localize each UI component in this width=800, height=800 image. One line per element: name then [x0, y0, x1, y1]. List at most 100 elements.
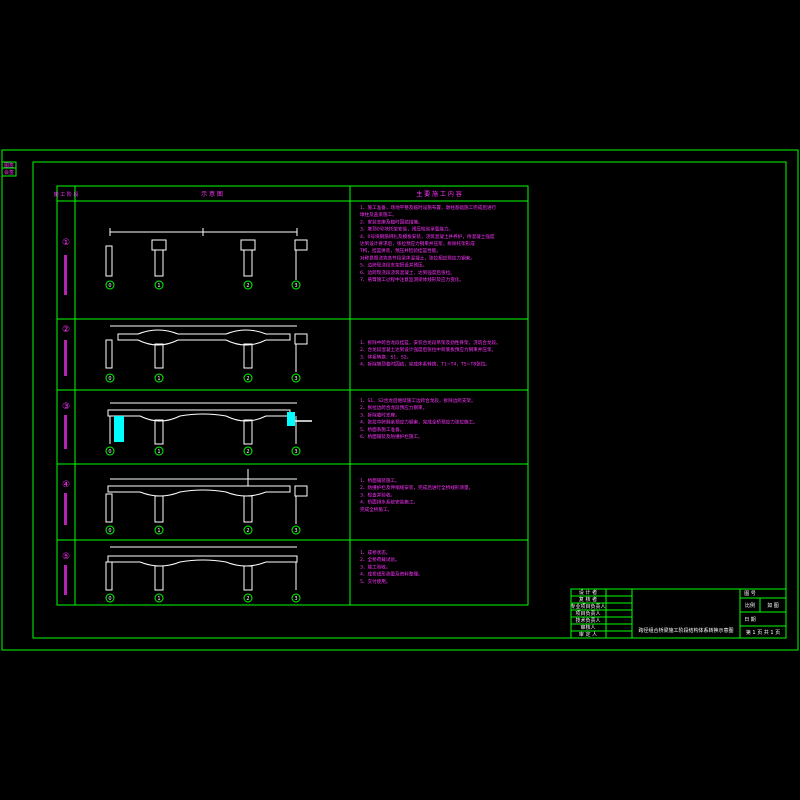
stamp-label-2: 会签	[4, 169, 14, 176]
diagram-stage-3	[107, 402, 312, 445]
pier-marker-circle	[291, 280, 301, 290]
note-line: 对称悬臂浇筑各节段梁体混凝土，张拉相应预应力钢束。	[360, 254, 475, 261]
pier-marker-label: 0	[108, 449, 111, 455]
note-line: 6、边跨现浇段浇筑混凝土，达到强度后张拉。	[360, 269, 455, 276]
note-line: 6、桥面铺装及防撞护栏施工。	[360, 433, 423, 440]
note-line: 1、施工准备，场地平整及临时设施布置，墩柱基础施工完成后进行	[360, 204, 497, 211]
stage-label-3: ③	[62, 402, 70, 412]
note-line: 3、拆除临时支座。	[360, 411, 400, 418]
note-line: 1、拆除中跨合龙段挂篮，安装合龙段吊架及劲性骨架，浇筑合龙段。	[360, 339, 501, 346]
note-line: 3、检查并验收。	[360, 491, 395, 498]
pier-marker-circle	[291, 373, 301, 383]
role-designer: 设 计 者	[579, 589, 597, 596]
pier-marker-circle	[105, 593, 115, 603]
pier-marker-label: 2	[246, 376, 249, 382]
title-block: 设 计 者 复 核 者 专业项目负责人 项目负责人 技术负责人 审核人 审 定 …	[570, 588, 787, 639]
role-approver: 审 定 人	[579, 631, 597, 638]
note-line: 5、桥面系施工准备。	[360, 426, 404, 433]
diagram-stage-1	[105, 228, 308, 280]
diagram-column-header: 示 意 图	[201, 190, 223, 198]
note-line: 3、墩顶0号块托架安装，预压检验承载能力。	[360, 226, 453, 233]
pier-marker-label: 2	[246, 528, 249, 534]
pier-marker-circle	[154, 593, 164, 603]
note-line: 4、成桥线形测量及资料整理。	[360, 571, 423, 578]
notes-stage-1: 1、施工准备，场地平整及临时设施布置，墩柱基础施工完成后进行 墩柱及盖梁施工。2…	[359, 204, 497, 283]
pier-marker-label: 3	[294, 376, 297, 382]
pier-marker-label: 1	[157, 449, 160, 455]
stage-labels: ① ② ③ ④ ⑤	[62, 238, 70, 595]
pier-marker-label: 0	[108, 283, 111, 289]
stage-label-2: ②	[62, 325, 70, 335]
temp-support-highlight-left	[114, 416, 124, 442]
diagram-stage-4	[105, 469, 308, 524]
role-checker: 复 核 者	[579, 596, 597, 603]
pier-marker-circle	[105, 446, 115, 456]
pier-marker-circle	[243, 280, 253, 290]
pier-marker-circle	[243, 593, 253, 603]
note-line: T构，挂篮拼装，预压并检验挂篮性能。	[359, 247, 441, 254]
pier-marker-circle	[154, 280, 164, 290]
role-technical-lead: 技术负责人	[575, 617, 600, 624]
note-line: 2、合龙段混凝土达到设计强度后张拉中跨底板预应力钢束并压浆。	[360, 346, 496, 353]
stamp-label-1: 图签	[4, 162, 14, 169]
pier-marker-label: 3	[294, 596, 297, 602]
stage-column-header: 施 工 阶 段	[54, 191, 79, 198]
note-line: 4、桥面排水系统安装施工。	[360, 499, 418, 506]
corner-stamp: 图签 会签	[1, 161, 17, 177]
pier-marker-label: 0	[108, 376, 111, 382]
note-line: 达到设计要求后，张拉预应力钢束并压浆，拆除托架形成	[360, 240, 475, 247]
stage-label-5: ⑤	[62, 552, 70, 562]
note-line: 2、防撞护栏及伸缩缝安装，完成后进行全桥线形测量。	[360, 484, 473, 491]
role-reviewer: 审核人	[580, 624, 595, 631]
label-scale: 比例	[745, 602, 755, 609]
note-line: 4、0号块钢筋绑扎及模板安装，浇筑混凝土并养护，待混凝土强度	[360, 233, 495, 240]
note-line: 2、安装支座及临时固结措施。	[360, 218, 423, 225]
pier-marker-circle	[243, 373, 253, 383]
note-line: 2、张拉边跨合龙段预应力钢束。	[360, 404, 427, 411]
pier-marker-label: 3	[294, 283, 297, 289]
pier-marker-label: 0	[108, 528, 111, 534]
stage-label-4: ④	[62, 480, 70, 490]
pier-marker-circle	[154, 525, 164, 535]
note-line: 墩柱及盖梁施工。	[360, 211, 397, 218]
note-line: 7、悬臂施工过程中注意监测梁体线形及应力变化。	[360, 276, 464, 283]
scale-value: 如 图	[767, 602, 779, 609]
label-date: 日 期	[744, 617, 756, 623]
note-line: 3、竣工验收。	[360, 563, 391, 570]
pier-marker-label: 1	[157, 596, 160, 602]
notes-stage-2: 1、拆除中跨合龙段挂篮，安装合龙段吊架及劲性骨架，浇筑合龙段。2、合龙段混凝土达…	[360, 339, 501, 368]
inner-frame	[32, 161, 787, 639]
main-table: 施 工 阶 段 示 意 图 主 要 施 工 内 容	[54, 185, 529, 606]
pier-marker-label: 2	[246, 449, 249, 455]
notes-stage-3: 1、S1、S2合龙后继续施工边跨合龙段，拆除边跨支架。2、张拉边跨合龙段预应力钢…	[360, 397, 478, 440]
label-drawing-no: 图 号	[744, 591, 756, 597]
note-line: 1、成桥状态。	[360, 549, 391, 556]
pier-marker-circle	[291, 525, 301, 535]
pier-marker-circle	[243, 525, 253, 535]
notes-column-header: 主 要 施 工 内 容	[416, 190, 462, 198]
pier-marker-label: 1	[157, 283, 160, 289]
pier-marker-circle	[291, 593, 301, 603]
role-discipline-lead: 专业项目负责人	[570, 603, 605, 610]
role-project-lead: 项目负责人	[575, 610, 600, 617]
pier-marker-circle	[105, 373, 115, 383]
diagram-stage-2	[105, 325, 308, 372]
pier-marker-circle	[154, 373, 164, 383]
note-line: 3、体系转换：S1、S2。	[360, 353, 411, 360]
note-line: 完成全桥施工。	[360, 506, 392, 513]
note-line: 5、边跨现浇段支架搭设并预压。	[360, 262, 427, 269]
pier-marker-circle	[105, 525, 115, 535]
drawing-main-title: 跨径组合桥梁施工阶段结构体系转换示意图	[638, 627, 733, 634]
pier-marker-label: 3	[294, 528, 297, 534]
pier-marker-circle	[154, 446, 164, 456]
pier-marker-label: 0	[108, 596, 111, 602]
note-line: 1、桥面铺装施工。	[360, 477, 400, 484]
note-line: 2、全桥荷载试验。	[360, 556, 400, 563]
note-line: 1、S1、S2合龙后继续施工边跨合龙段，拆除边跨支架。	[360, 397, 476, 404]
pier-marker-label: 1	[157, 528, 160, 534]
notes-stage-4: 1、桥面铺装施工。2、防撞护栏及伸缩缝安装，完成后进行全桥线形测量。3、检查并验…	[360, 477, 473, 513]
pier-marker-label: 2	[246, 596, 249, 602]
outer-frame	[1, 149, 799, 651]
